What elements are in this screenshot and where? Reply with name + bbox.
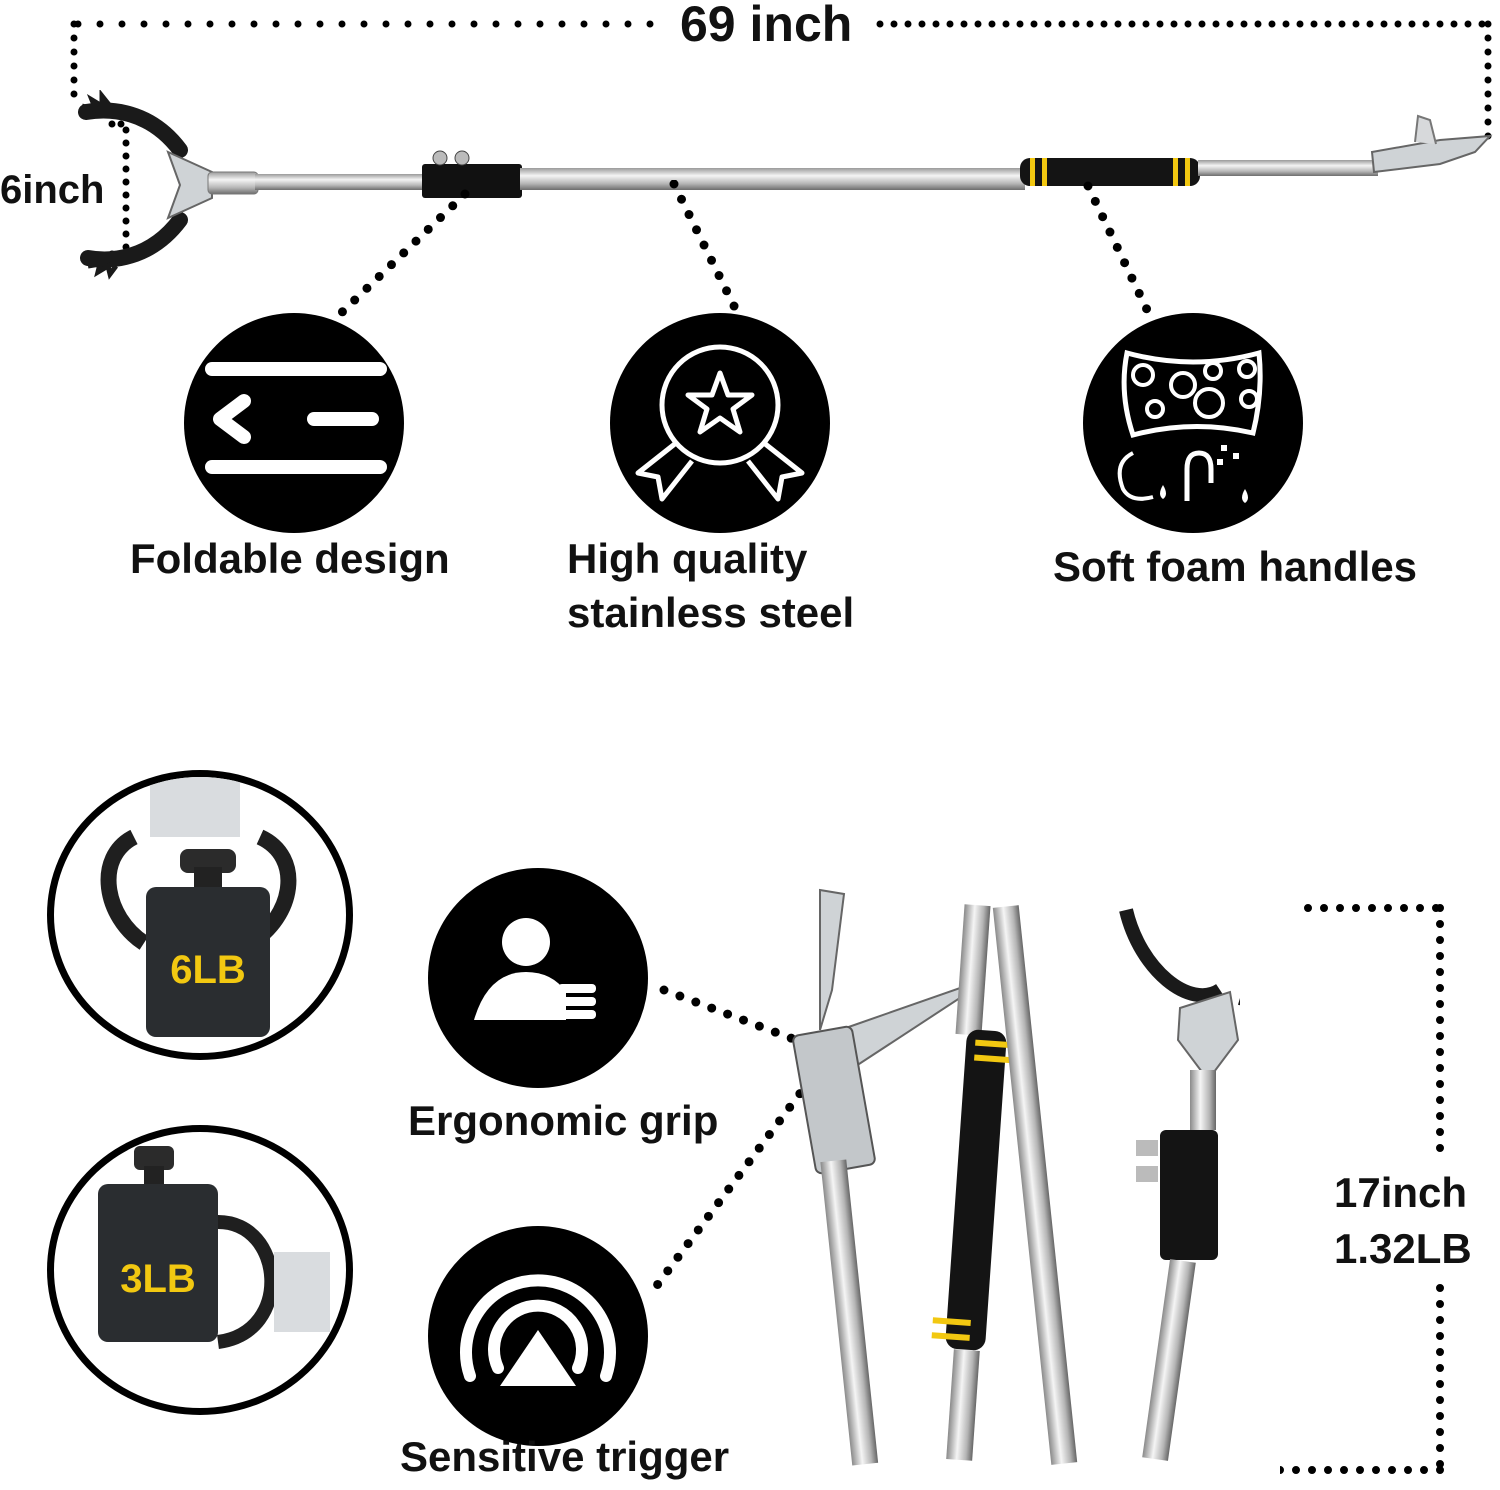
- trigger-press-icon: [428, 1226, 648, 1446]
- bottom-leader-lines: [650, 985, 815, 1293]
- length-dimension-line: [70, 20, 1492, 258]
- folded-weight-label: 1.32LB: [1334, 1225, 1472, 1272]
- stainless-steel-label-line2: stainless steel: [567, 589, 855, 636]
- top-leader-lines: [331, 180, 1155, 323]
- weight-3lb-demo: 3LB: [47, 1125, 353, 1415]
- hand-grip-icon: [428, 868, 648, 1088]
- sponge-icon: [1083, 313, 1303, 533]
- ergonomic-grip-label: Ergonomic grip: [408, 1097, 719, 1144]
- total-length-label: 69 inch: [680, 0, 853, 52]
- sensitive-trigger-label: Sensitive trigger: [400, 1433, 730, 1480]
- foldable-design-label: Foldable design: [130, 535, 450, 582]
- stainless-steel-label-line1: High quality: [567, 535, 808, 582]
- weight-6lb-demo: 6LB: [47, 770, 353, 1060]
- folded-length-label: 17inch: [1334, 1169, 1468, 1216]
- folded-grabber-tool: [792, 888, 1240, 1466]
- soft-foam-handles-label: Soft foam handles: [1053, 543, 1418, 590]
- jaw-opening-label: 6inch: [0, 168, 105, 212]
- folded-length-bracket: [1280, 904, 1444, 1474]
- foldable-arrow-icon: [184, 313, 404, 533]
- award-medal-icon: [610, 313, 830, 533]
- weight-6lb-text: 6LB: [170, 948, 246, 992]
- weight-3lb-text: 3LB: [120, 1257, 196, 1301]
- extended-grabber-tool: [78, 90, 1493, 280]
